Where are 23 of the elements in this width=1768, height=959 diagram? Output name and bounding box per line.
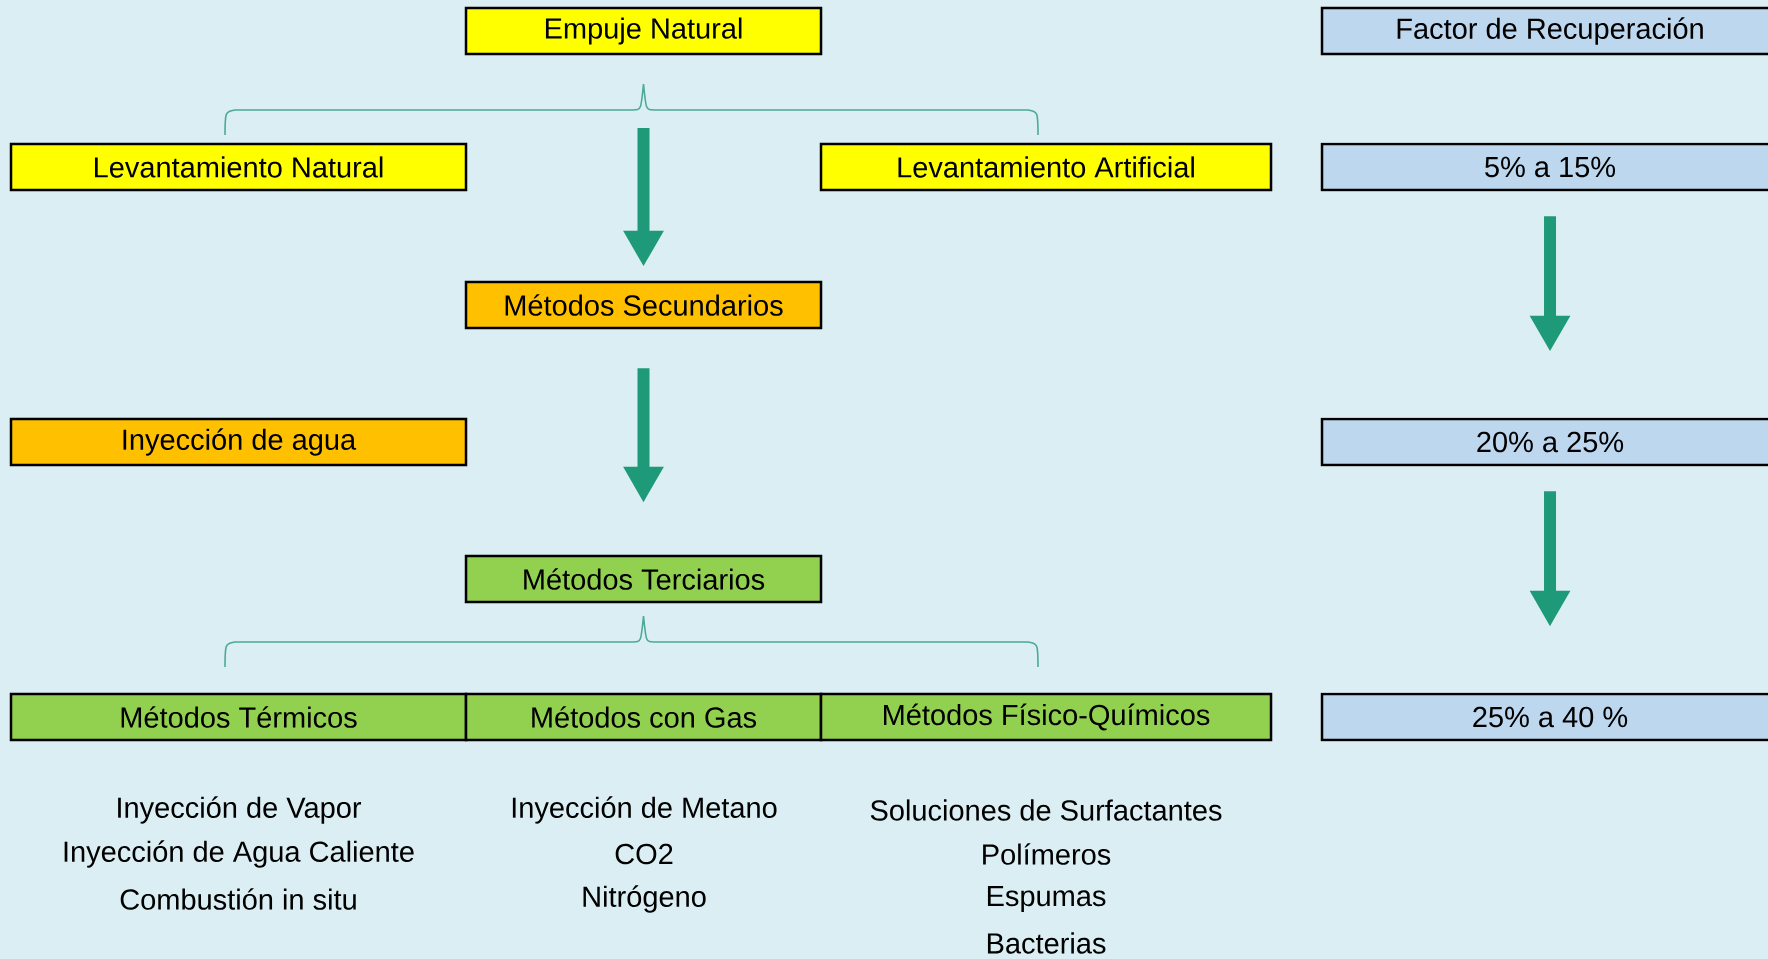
label-box: Levantamiento Natural (9, 142, 468, 192)
label-box: Métodos Térmicos (9, 692, 468, 742)
label-box: 5% a 15% (1320, 142, 1768, 192)
label-box: Métodos Físico-Químicos (819, 692, 1273, 742)
list-item: Inyección de Vapor (118, 796, 362, 824)
list-item: Espumas (987, 886, 1106, 912)
list-item: Inyección de Agua Caliente (64, 840, 414, 868)
label-box: Inyección de agua (9, 417, 468, 467)
label-box: 20% a 25% (1320, 417, 1768, 467)
label-box: Levantamiento Artificial (819, 142, 1273, 192)
label-box: Empuje Natural (464, 6, 823, 56)
label-box: 25% a 40 % (1320, 692, 1768, 742)
list-item: Inyección de Metano (512, 796, 777, 824)
list-item: Combustión in situ (120, 888, 356, 910)
list-item: Bacterias (987, 932, 1106, 954)
label-box: Métodos Terciarios (464, 554, 823, 604)
label-box: Métodos con Gas (464, 692, 823, 742)
list-item: Polímeros (983, 843, 1111, 865)
list-item: Soluciones de Surfactantes (870, 799, 1222, 821)
label-box: Factor de Recuperación (1320, 6, 1768, 56)
list-item: CO2 (615, 843, 673, 865)
label-box: Métodos Secundarios (464, 280, 823, 330)
list-item: Nitrógeno (583, 885, 706, 913)
